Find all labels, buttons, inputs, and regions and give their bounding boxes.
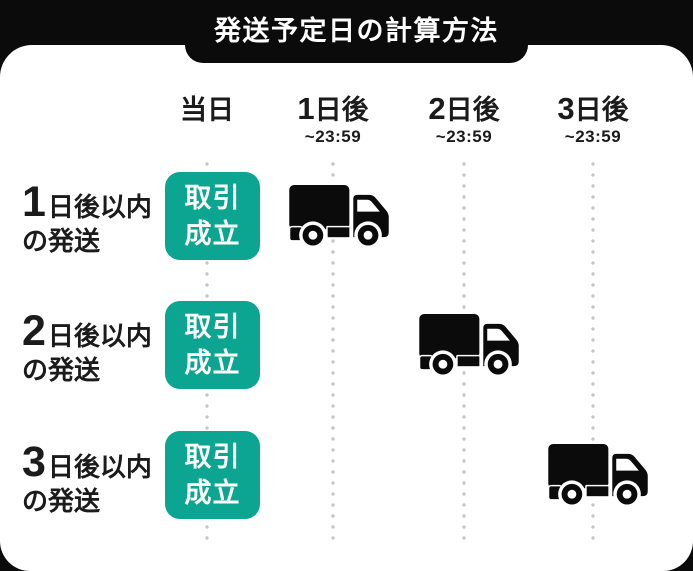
column-label: 日後 <box>574 95 629 125</box>
column-number: 2 <box>428 91 446 126</box>
column-header-day1: 1日後 ~23:59 <box>297 92 368 147</box>
column-deadline: ~23:59 <box>435 127 493 146</box>
row-label-line2: の発送 <box>22 486 101 516</box>
column-deadline: ~23:59 <box>564 127 622 146</box>
row-label-suffix: 日後以内 <box>47 321 152 351</box>
dotted-guide-line <box>591 162 595 543</box>
deal-made-badge: 取引 成立 <box>165 301 260 389</box>
column-label: 当日 <box>180 95 234 125</box>
deal-made-badge: 取引 成立 <box>165 172 260 260</box>
column-deadline: ~23:59 <box>304 127 362 146</box>
row-number: 1 <box>22 178 46 226</box>
row-label-line2: の発送 <box>22 355 101 385</box>
row-label-line2: の発送 <box>22 226 101 256</box>
delivery-truck-icon <box>288 184 391 249</box>
delivery-truck-icon <box>418 313 521 378</box>
deal-made-badge: 取引 成立 <box>165 431 260 519</box>
row-label-suffix: 日後以内 <box>47 192 152 222</box>
row-label-ship-within-3-days: 3日後以内 の発送 <box>22 441 172 517</box>
row-number: 3 <box>22 438 46 486</box>
page-title: 発送予定日の計算方法 <box>214 16 499 46</box>
column-label: 日後 <box>445 95 500 125</box>
dotted-guide-line <box>331 162 335 543</box>
row-label-ship-within-1-day: 1日後以内 の発送 <box>22 181 172 257</box>
column-header-day2: 2日後 ~23:59 <box>428 92 499 147</box>
column-number: 3 <box>557 91 575 126</box>
column-header-day3: 3日後 ~23:59 <box>557 92 628 147</box>
title-banner: 発送予定日の計算方法 <box>185 0 528 63</box>
row-number: 2 <box>22 307 46 355</box>
column-number: 1 <box>297 91 315 126</box>
column-label: 日後 <box>314 95 369 125</box>
column-header-same-day: 当日 <box>180 92 234 127</box>
row-label-suffix: 日後以内 <box>47 452 152 482</box>
delivery-truck-icon <box>547 443 650 508</box>
row-label-ship-within-2-days: 2日後以内 の発送 <box>22 310 172 386</box>
